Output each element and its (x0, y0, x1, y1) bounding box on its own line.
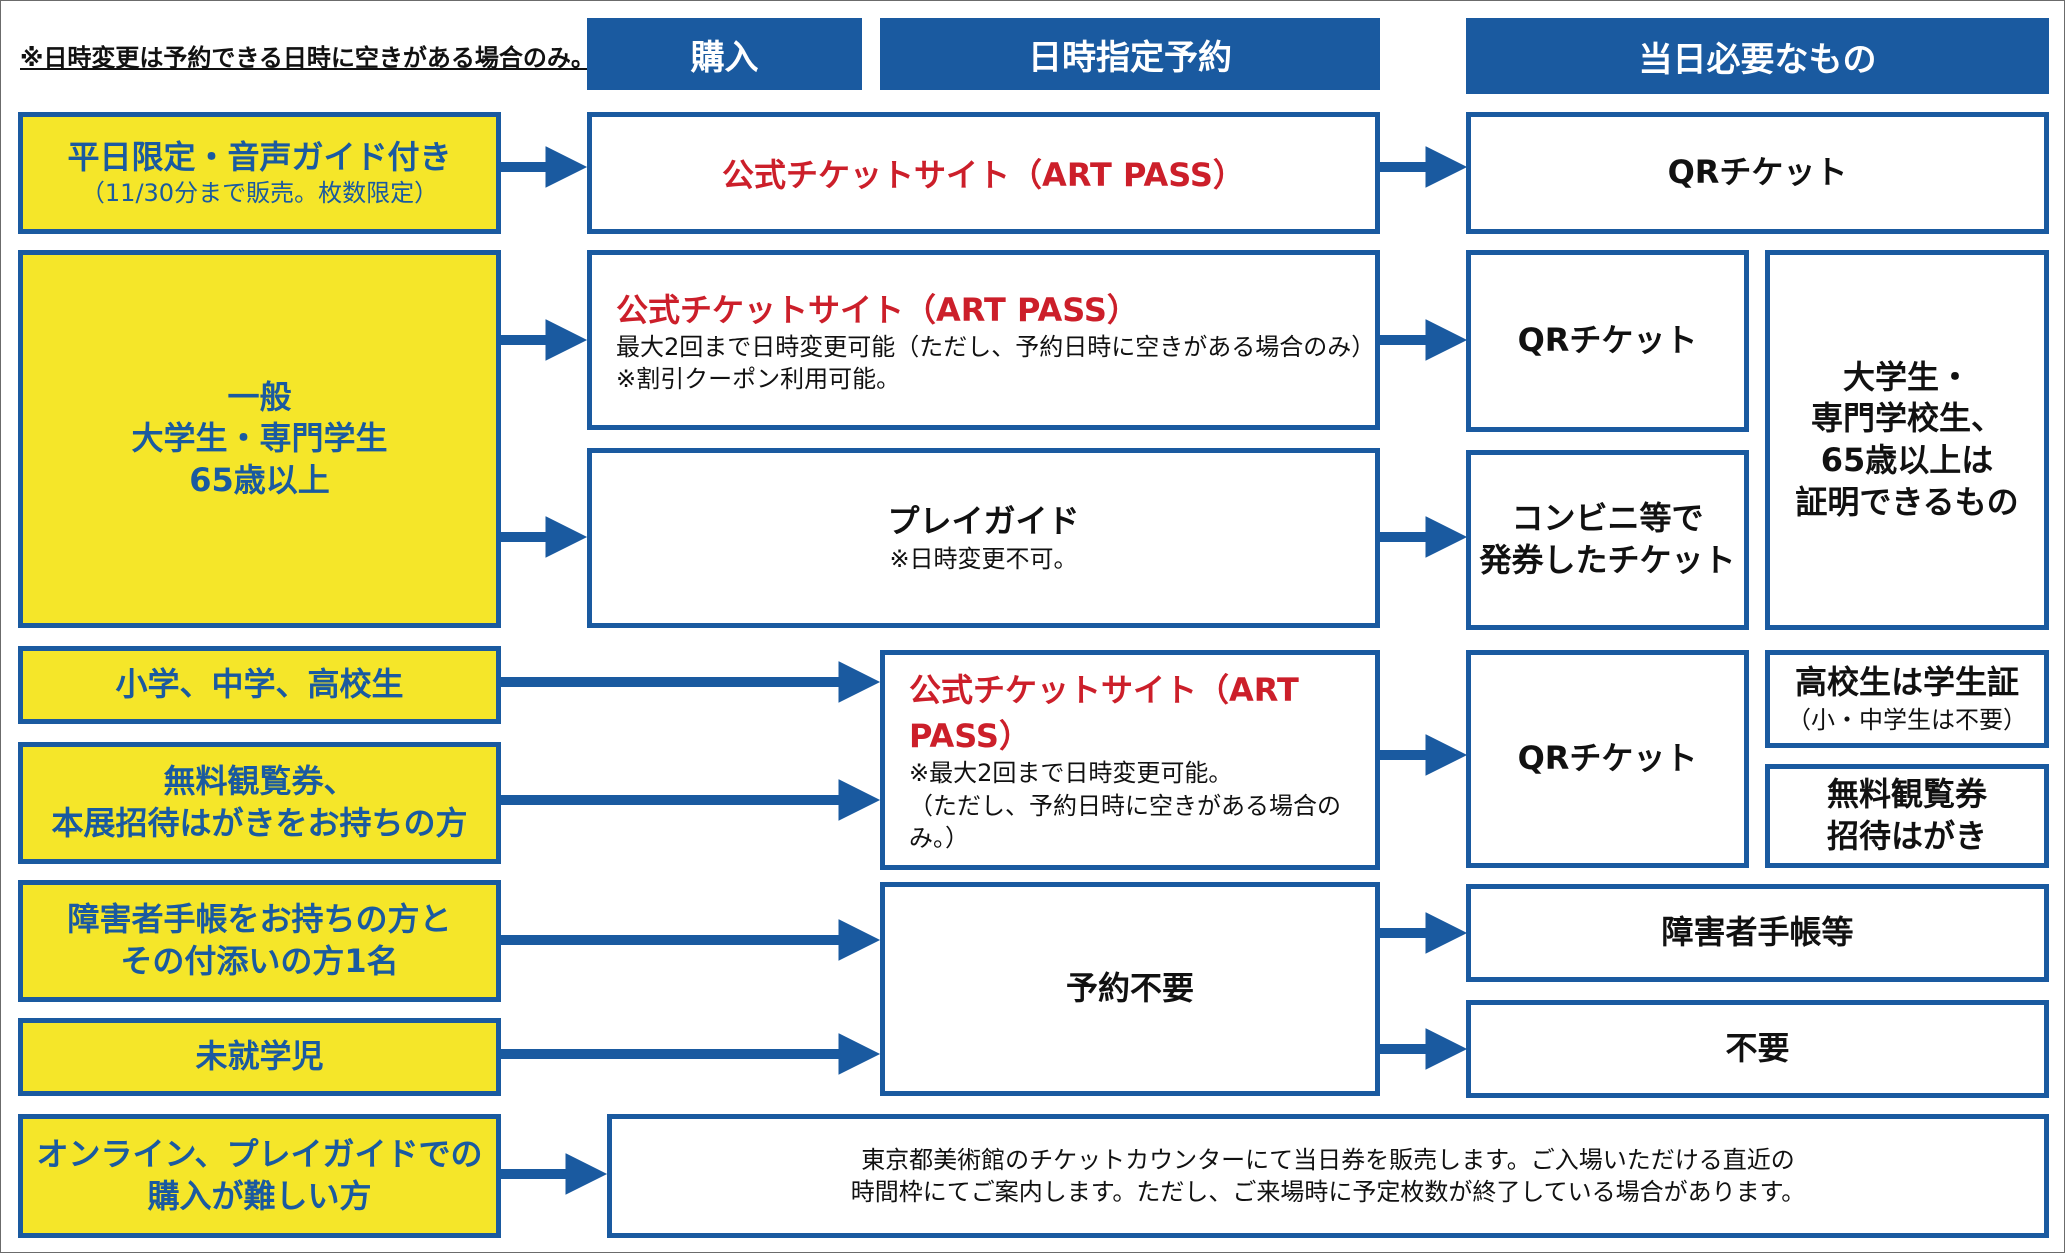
needed-disability-handbook-label: 障害者手帳等 (1661, 913, 1854, 952)
needed-qr-weekday-label: QRチケット (1667, 153, 1848, 192)
header-reservation: 日時指定予約 (880, 18, 1380, 90)
arrow-school-to-official (501, 661, 881, 703)
top-note: ※日時変更は予約できる日時に空きがある場合のみ。 (20, 44, 595, 72)
counter-info: 東京都美術館のチケットカウンターにて当日券を販売します。ご入場いただける直近の … (607, 1114, 2049, 1238)
arrow-general-to-official (501, 319, 588, 361)
arrow-general-to-playguide (501, 516, 588, 558)
arrow-noreserve-to-handbook (1380, 912, 1468, 954)
needed-convenience-ticket: コンビニ等で 発券したチケット (1466, 450, 1749, 630)
needed-proof-id: 大学生・ 専門学校生、 65歳以上は 証明できるもの (1765, 250, 2049, 630)
category-disabled-line1: 障害者手帳をお持ちの方と (67, 900, 452, 939)
reserve-official-general-note1: 最大2回まで日時変更可能（ただし、予約日時に空きがある場合のみ） (616, 332, 1376, 361)
needed-proof-line1: 大学生・ (1842, 357, 1971, 396)
header-purchase: 購入 (587, 18, 862, 90)
reserve-playguide-note: ※日時変更不可。 (889, 544, 1078, 573)
category-preschool: 未就学児 (18, 1018, 501, 1096)
header-needed: 当日必要なもの (1466, 18, 2049, 94)
category-preschool-title: 未就学児 (195, 1037, 324, 1076)
needed-free-line2: 招待はがき (1826, 817, 1987, 855)
reserve-official-school: 公式チケットサイト（ART PASS） ※最大2回まで日時変更可能。 （ただし、… (880, 650, 1380, 870)
arrow-noreserve-to-none (1380, 1028, 1468, 1070)
arrow-official-to-qr-school (1380, 734, 1468, 776)
counter-info-line2: 時間枠にてご案内します。ただし、ご来場時に予定枚数が終了している場合があります。 (850, 1178, 1806, 1206)
reserve-playguide: プレイガイド ※日時変更不可。 (587, 448, 1380, 628)
reserve-official-weekday-title: 公式チケットサイト（ART PASS） (722, 156, 1245, 194)
reserve-official-general-note2: ※割引クーポン利用可能。 (616, 365, 901, 393)
category-free-line2: 本展招待はがきをお持ちの方 (51, 804, 468, 842)
category-disabled: 障害者手帳をお持ちの方と その付添いの方1名 (18, 880, 501, 1002)
needed-proof-line3: 65歳以上は (1820, 441, 1994, 479)
needed-proof-line2: 専門学校生、 (1810, 399, 2003, 438)
reserve-playguide-title: プレイガイド (887, 502, 1080, 540)
category-general-line1: 一般 (227, 377, 292, 416)
reserve-official-weekday: 公式チケットサイト（ART PASS） (587, 112, 1380, 234)
category-online-line2: 購入が難しい方 (147, 1177, 372, 1215)
reserve-official-general-title: 公式チケットサイト（ART PASS） (616, 290, 1139, 329)
category-online-line1: オンライン、プレイガイドでの (36, 1135, 483, 1174)
needed-qr-school: QRチケット (1466, 650, 1749, 868)
category-weekday: 平日限定・音声ガイド付き （11/30分まで販売。枚数限定） (18, 112, 501, 234)
needed-student-id-sub: （小・中学生は不要） (1787, 705, 2027, 734)
needed-none-label: 不要 (1725, 1029, 1790, 1068)
category-general: 一般 大学生・専門学生 65歳以上 (18, 250, 501, 628)
reserve-official-school-note1: ※最大2回まで日時変更可能。 (909, 759, 1233, 788)
needed-qr-general-label: QRチケット (1517, 321, 1698, 360)
category-free-ticket: 無料観覧券、 本展招待はがきをお持ちの方 (18, 742, 501, 864)
category-free-line1: 無料観覧券、 (163, 762, 356, 801)
category-disabled-line2: その付添いの方1名 (120, 942, 399, 980)
reserve-not-required-label: 予約不要 (1065, 969, 1194, 1008)
arrow-disabled-to-noreserve (501, 919, 881, 961)
needed-qr-general: QRチケット (1466, 250, 1749, 432)
category-weekday-title: 平日限定・音声ガイド付き (67, 137, 452, 176)
needed-convenience-line1: コンビニ等で (1511, 499, 1704, 538)
arrow-official-to-qr-weekday (1380, 146, 1468, 188)
reserve-official-school-note2: （ただし、予約日時に空きがある場合のみ。） (909, 791, 1341, 853)
counter-info-line1: 東京都美術館のチケットカウンターにて当日券を販売します。ご入場いただける直近の (861, 1145, 1795, 1174)
needed-free-line1: 無料観覧券 (1826, 775, 1987, 814)
category-general-line3: 65歳以上 (189, 460, 330, 499)
arrow-official-to-qr-general (1380, 319, 1468, 361)
needed-disability-handbook: 障害者手帳等 (1466, 884, 2049, 982)
reserve-official-general: 公式チケットサイト（ART PASS） 最大2回まで日時変更可能（ただし、予約日… (587, 250, 1380, 430)
arrow-preschool-to-noreserve (501, 1033, 881, 1075)
needed-none: 不要 (1466, 1000, 2049, 1098)
needed-convenience-line2: 発券したチケット (1479, 541, 1736, 579)
arrow-free-to-official (501, 779, 881, 821)
category-general-line2: 大学生・専門学生 (131, 419, 388, 458)
arrow-online-to-counter (501, 1153, 608, 1195)
reserve-not-required: 予約不要 (880, 882, 1380, 1096)
arrow-playguide-to-convenience (1380, 516, 1468, 558)
category-weekday-sub: （11/30分まで販売。枚数限定） (80, 179, 439, 208)
category-school-title: 小学、中学、高校生 (115, 665, 404, 704)
needed-proof-line4: 証明できるもの (1795, 482, 2019, 521)
needed-student-id: 高校生は学生証 （小・中学生は不要） (1765, 650, 2049, 748)
needed-student-id-title: 高校生は学生証 (1794, 663, 2019, 701)
arrow-weekday-to-official (501, 146, 588, 188)
category-school: 小学、中学、高校生 (18, 646, 501, 724)
reserve-official-school-title: 公式チケットサイト（ART PASS） (909, 671, 1299, 756)
needed-qr-weekday: QRチケット (1466, 112, 2049, 234)
needed-qr-school-label: QRチケット (1517, 739, 1698, 778)
category-online-difficult: オンライン、プレイガイドでの 購入が難しい方 (18, 1114, 501, 1238)
needed-free-invitation: 無料観覧券 招待はがき (1765, 764, 2049, 868)
